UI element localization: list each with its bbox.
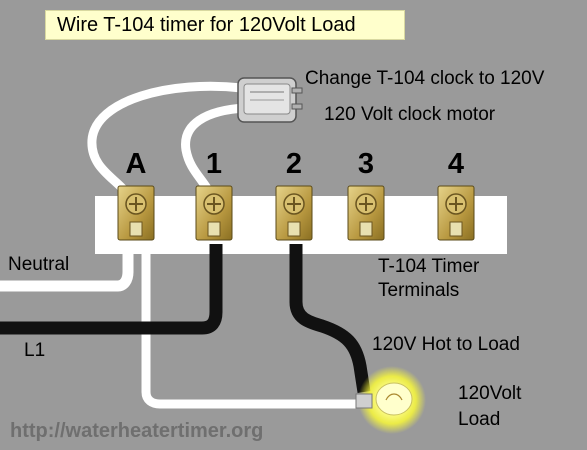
clock-change-label: Change T-104 clock to 120V [305, 68, 545, 89]
terminal-label-4: 4 [447, 148, 465, 180]
l1-label: L1 [24, 340, 46, 361]
neutral-wire [0, 244, 134, 292]
terminal-label-1: 1 [205, 148, 223, 180]
terminals-label-line2: Terminals [378, 280, 460, 301]
clock-wire-to-1 [181, 103, 251, 203]
neutral-to-load-wire [141, 244, 356, 409]
terminal-4 [437, 185, 475, 241]
clock-motor-label: 120 Volt clock motor [324, 104, 496, 125]
clock-wire-to-a [87, 81, 247, 201]
terminal-3 [347, 185, 385, 241]
terminal-label-2: 2 [285, 148, 303, 180]
load-label-line1: 120Volt [458, 383, 522, 404]
terminal-2 [275, 185, 313, 241]
page-title: Wire T-104 timer for 120Volt Load [57, 14, 356, 36]
terminals-label-line1: T-104 Timer [378, 256, 480, 277]
load-label-line2: Load [458, 409, 501, 430]
l1-wire [0, 244, 223, 335]
terminal-1 [195, 185, 233, 241]
hot-to-load-label: 120V Hot to Load [372, 334, 520, 355]
terminal-label-a: A [125, 148, 147, 180]
clock-motor-icon [237, 77, 303, 123]
terminal-label-3: 3 [357, 148, 375, 180]
neutral-label: Neutral [8, 254, 70, 275]
hot-to-load-wire [289, 244, 371, 393]
terminal-a [117, 185, 155, 241]
title-banner: Wire T-104 timer for 120Volt Load [45, 10, 405, 40]
light-bulb-icon [355, 366, 426, 434]
footer-url: http://waterheatertimer.org [10, 420, 264, 442]
